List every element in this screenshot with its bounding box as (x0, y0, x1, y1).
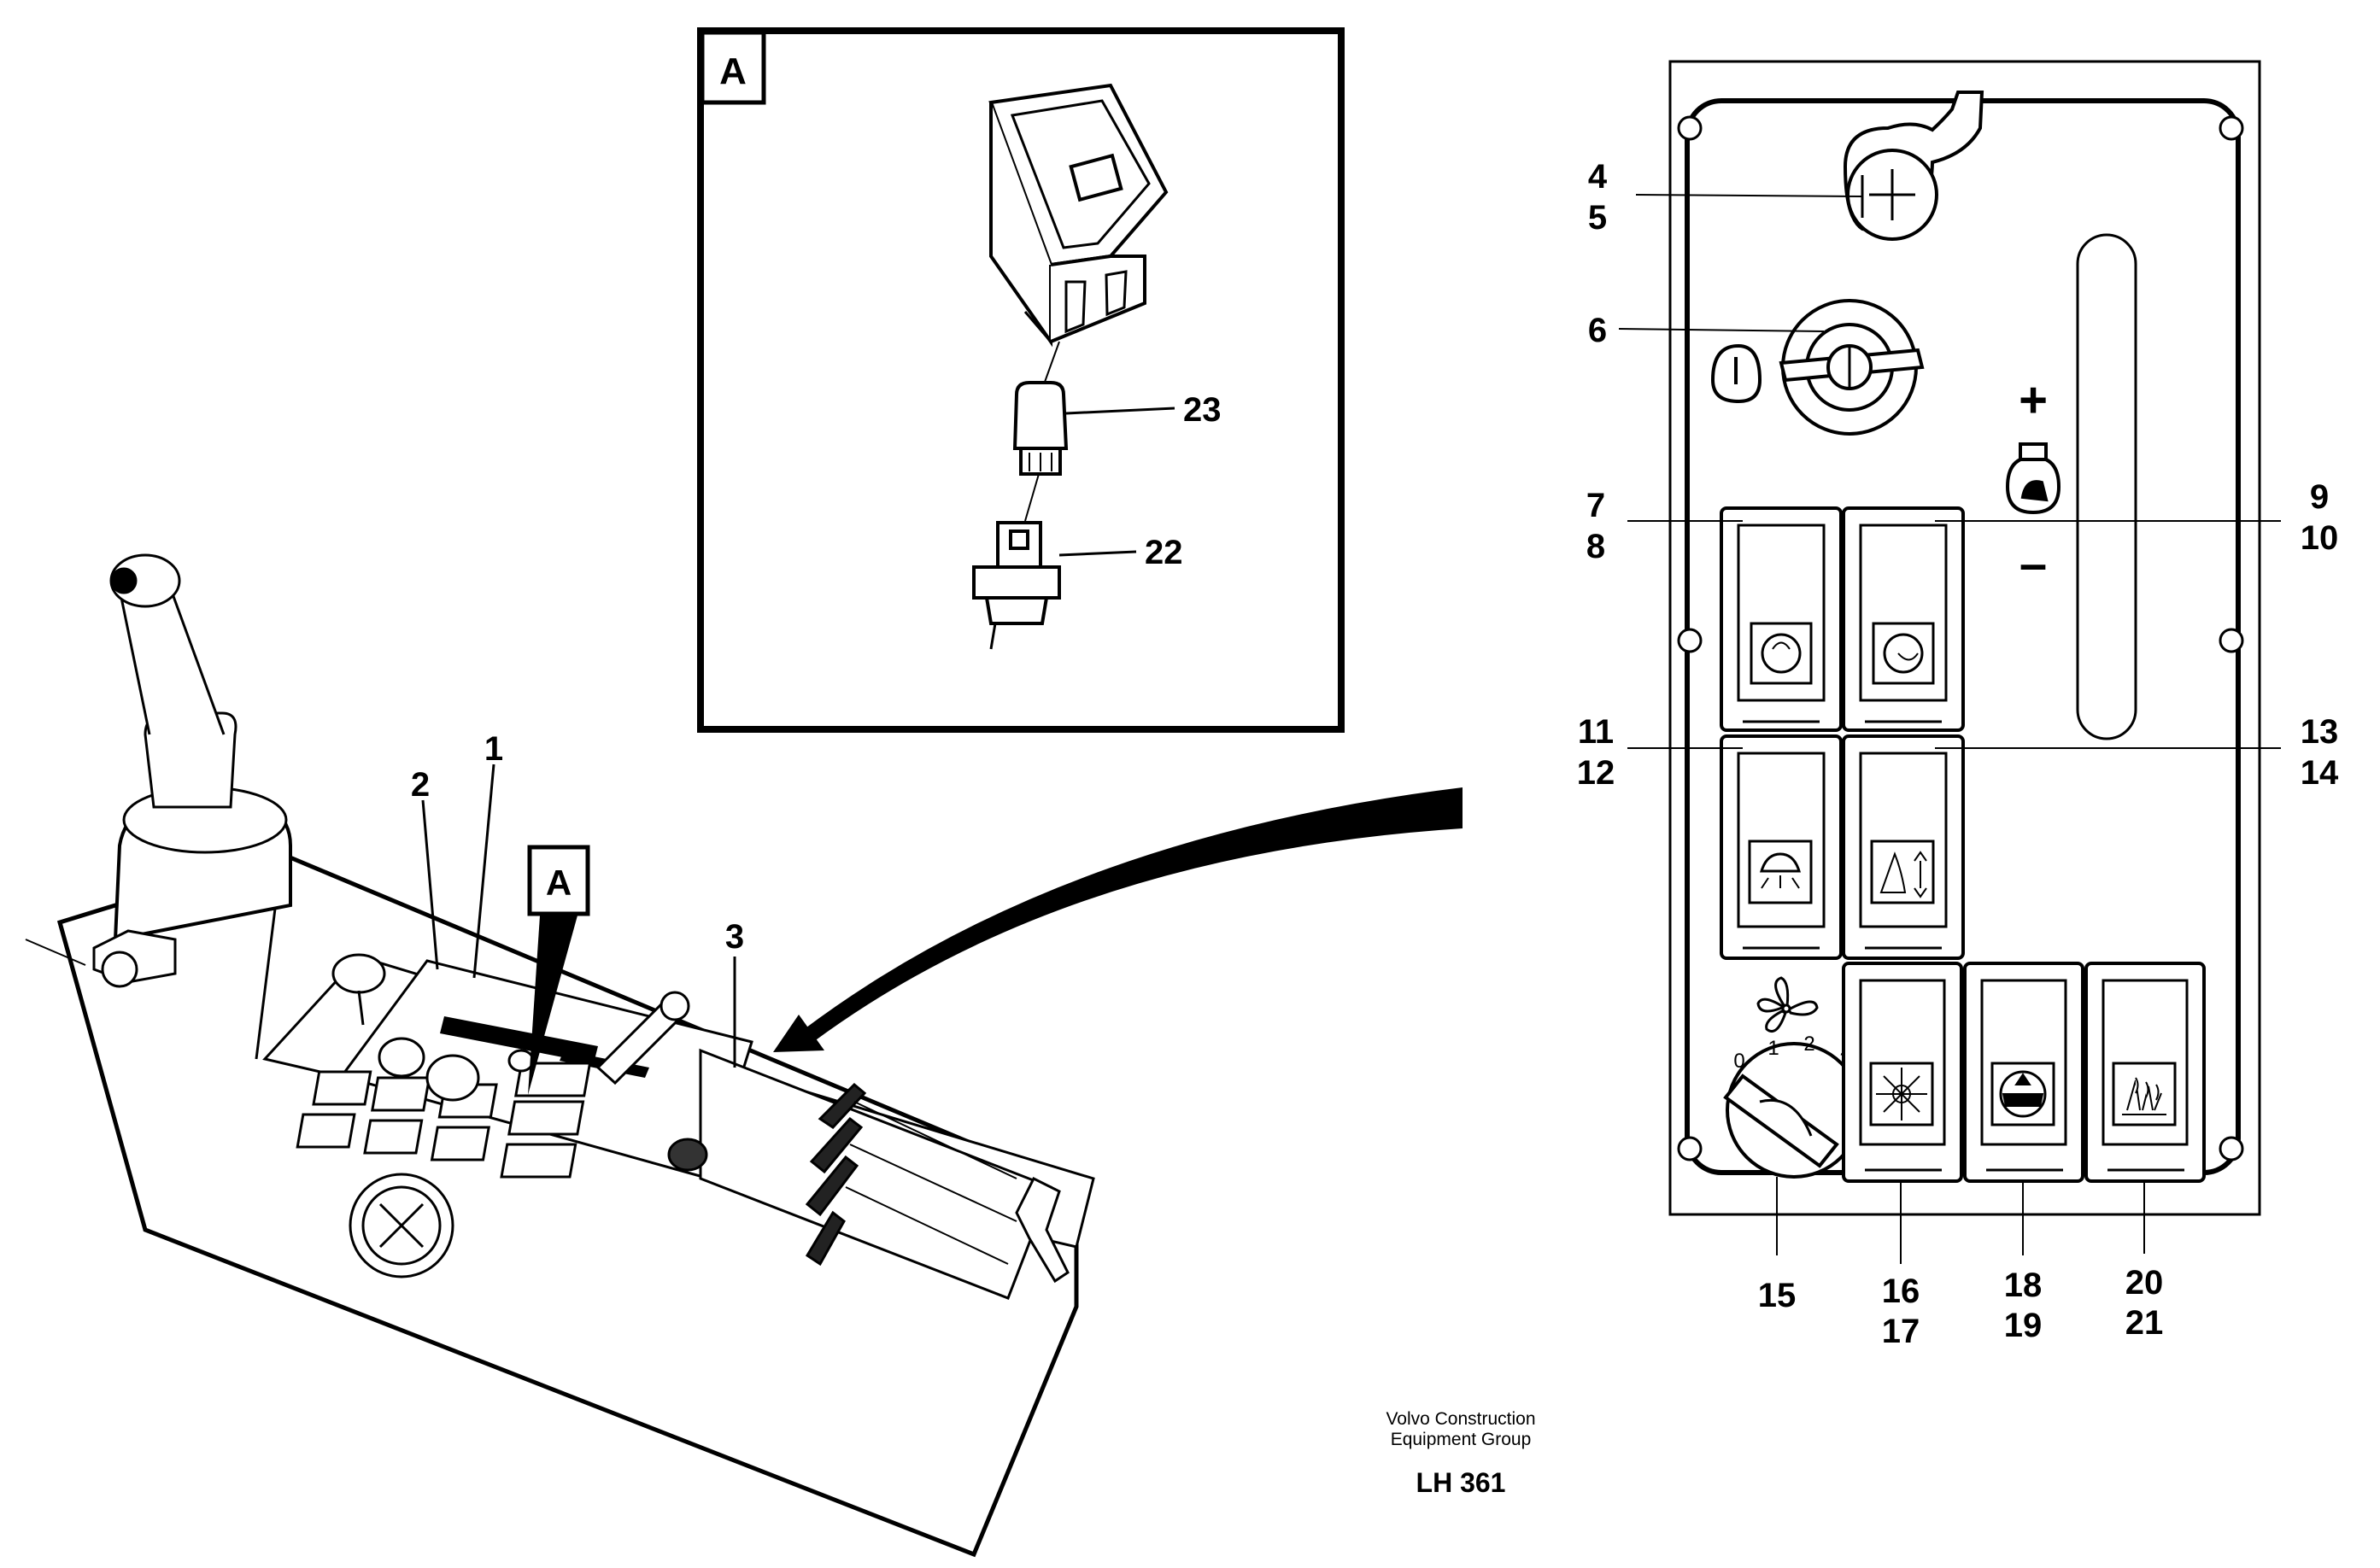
leader-2 (421, 799, 439, 970)
callout-3: 3 (725, 918, 744, 956)
callout-6: 6 (1588, 312, 1607, 349)
callout-22: 22 (1145, 534, 1183, 571)
detail-tag: A (719, 50, 747, 92)
socket-cap-icon (1843, 91, 1984, 241)
rocker-switch-icon (988, 83, 1169, 348)
bulb-icon (1012, 381, 1069, 476)
leader-switch-bulb (1043, 341, 1060, 385)
callout-21: 21 (2125, 1304, 2164, 1342)
publisher-line-1: Volvo Construction (1386, 1409, 1536, 1429)
seat-heater-switch[interactable] (2084, 962, 2206, 1183)
publisher-line-2: Equipment Group (1390, 1430, 1532, 1449)
work-light-front-switch[interactable] (1720, 506, 1843, 732)
callout-5: 5 (1588, 199, 1607, 237)
detail-frame (697, 27, 1345, 733)
bucket-float-switch[interactable] (1842, 734, 1965, 960)
fan-speed-knob[interactable] (1723, 1042, 1862, 1179)
callout-4: 4 (1588, 158, 1608, 196)
ignition-key-icon (1779, 299, 1925, 436)
leader-22 (1058, 550, 1137, 557)
fan-icon (1756, 976, 1819, 1033)
work-light-rear-switch[interactable] (1842, 506, 1965, 732)
switch-panel: 4 5 6 + – (1577, 60, 2339, 1350)
throttle-minus: – (2019, 536, 2047, 592)
callout-8: 8 (1586, 528, 1605, 565)
leader-4-5 (1635, 194, 1863, 197)
detail-a-inset: A 23 (697, 27, 1345, 733)
callout-1: 1 (484, 730, 503, 768)
callout-9: 9 (2310, 478, 2329, 516)
panel-outer (1668, 60, 2261, 1216)
callout-7: 7 (1586, 487, 1605, 524)
callout-20: 20 (2125, 1264, 2164, 1302)
leader-bulb-holder (1024, 473, 1040, 522)
ignition-symbol-icon (1710, 343, 1762, 404)
leader-1 (472, 764, 495, 979)
windscreen-washer-switch[interactable] (1963, 962, 2084, 1183)
callout-17: 17 (1882, 1313, 1920, 1350)
leader-23 (1065, 407, 1175, 415)
mounting-holes (1677, 115, 2244, 1161)
detail-tag-box (700, 30, 766, 105)
bulb-holder-icon (972, 521, 1061, 650)
throttle-slot (2076, 233, 2137, 740)
callout-23: 23 (1183, 391, 1222, 429)
callout-11: 11 (1578, 713, 1614, 751)
engine-speed-icon (2005, 442, 2061, 515)
callout-18: 18 (2004, 1267, 2043, 1304)
callout-10: 10 (2301, 519, 2339, 557)
fan-pos-0: 0 (1733, 1050, 1744, 1073)
callout-14: 14 (2301, 754, 2339, 792)
callout-12: 12 (1577, 754, 1615, 792)
fan-pos-2: 2 (1803, 1033, 1814, 1056)
throttle-plus: + (2019, 372, 2048, 428)
callout-16: 16 (1882, 1273, 1920, 1310)
console-tag-a: A (527, 845, 590, 1095)
fan-pos-1: 1 (1767, 1037, 1779, 1060)
callout-19: 19 (2004, 1307, 2043, 1344)
console-tag-label: A (546, 863, 572, 903)
publisher-footer: Volvo Construction Equipment Group LH 36… (1333, 1409, 1589, 1499)
control-console (25, 553, 1095, 1558)
drawing-code: LH 361 (1416, 1467, 1506, 1498)
callout-15: 15 (1758, 1277, 1797, 1314)
callout-13: 13 (2301, 713, 2339, 751)
air-conditioning-switch[interactable] (1842, 962, 1963, 1183)
leader-6 (1618, 328, 1825, 332)
callout-2: 2 (411, 766, 430, 804)
rotating-beacon-switch[interactable] (1720, 734, 1843, 960)
pointer-arrow (773, 787, 1463, 1052)
